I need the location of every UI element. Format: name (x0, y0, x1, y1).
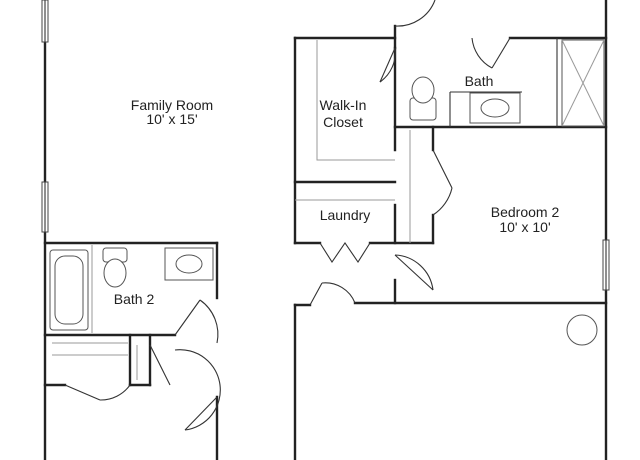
bath-label: Bath (465, 73, 494, 89)
bath-2-fixtures (49, 245, 214, 380)
room-labels: Family Room 10' x 15' Walk-In Closet Bat… (114, 73, 560, 307)
ceiling-light-icon (566, 314, 598, 346)
walk-in-closet-label-1: Walk-In (320, 97, 367, 113)
bedroom-2-name: Bedroom 2 (491, 204, 560, 220)
family-room-size: 10' x 15' (146, 111, 197, 127)
bath-fixtures (409, 38, 605, 127)
bath-2-label: Bath 2 (114, 291, 155, 307)
bedroom-2-size: 10' x 10' (499, 219, 550, 235)
windows (41, 0, 610, 291)
closet-shelving (295, 40, 411, 243)
family-room-name: Family Room (131, 97, 213, 113)
walls (43, 0, 608, 460)
walk-in-closet-label-2: Closet (323, 114, 363, 130)
laundry-label: Laundry (320, 207, 371, 223)
doors (64, 0, 511, 431)
